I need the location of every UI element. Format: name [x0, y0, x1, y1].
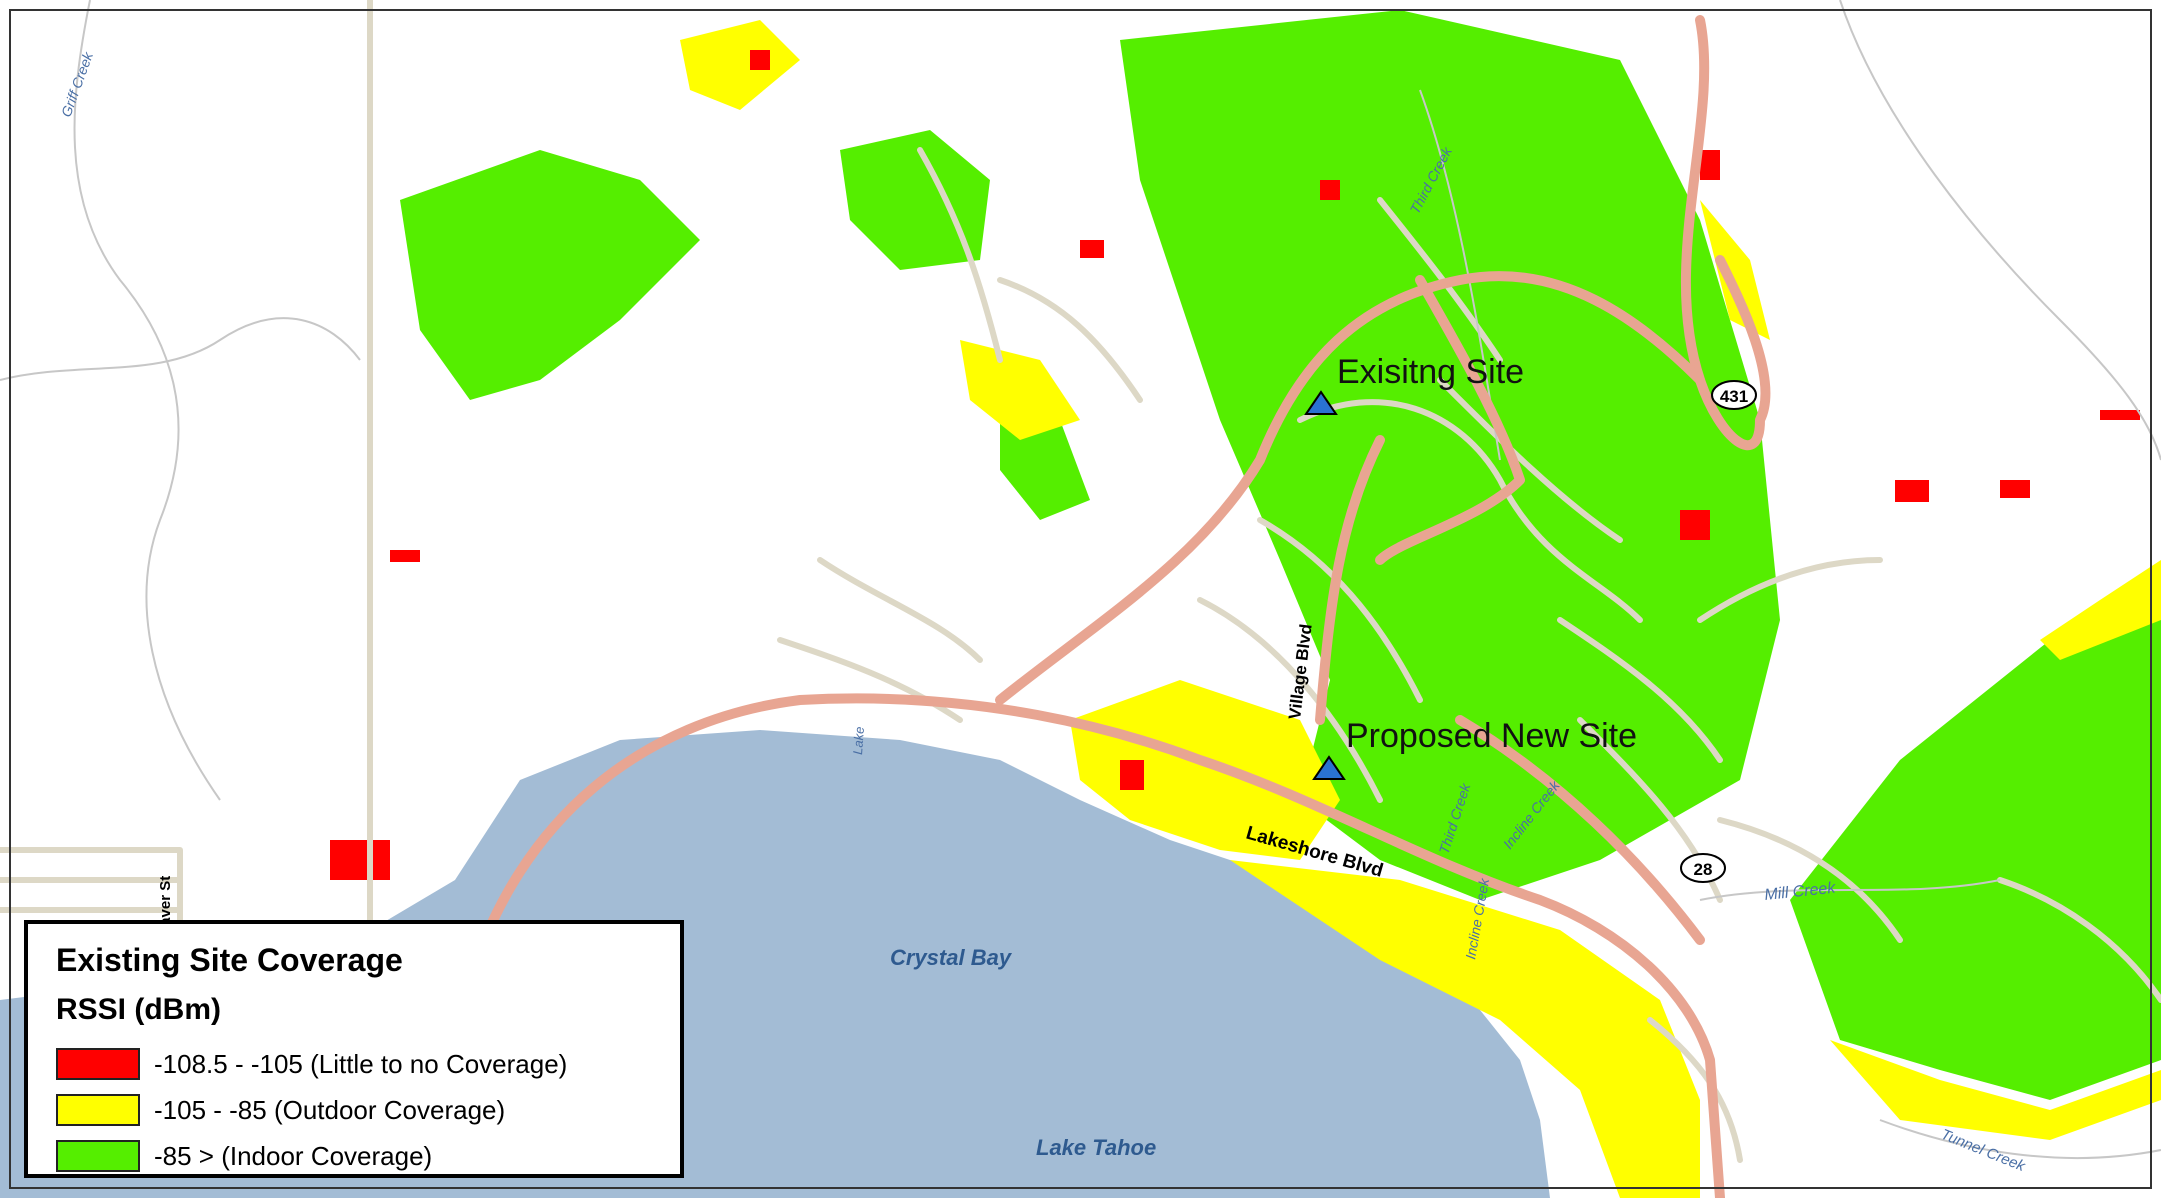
highway-431: [1680, 15, 1771, 451]
mill-road: [1455, 715, 1705, 945]
legend-item-no-coverage: -108.5 - -105 (Little to no Coverage): [56, 1041, 652, 1087]
svg-text:28: 28: [1694, 860, 1713, 879]
proposed-site-marker[interactable]: [1312, 755, 1346, 780]
legend-item-label: -85 > (Indoor Coverage): [154, 1140, 433, 1171]
map-border: [9, 9, 2152, 1189]
no-coverage-layer: [330, 50, 2140, 880]
minor-roads-layer: [0, 0, 2161, 1163]
legend-panel: Existing Site Coverage RSSI (dBm) -108.5…: [24, 920, 684, 1178]
creek-lines-layer: [0, 0, 2161, 1160]
legend-item-indoor: -85 > (Indoor Coverage): [56, 1133, 652, 1179]
legend-subtitle: RSSI (dBm): [56, 993, 221, 1026]
route-431-shield: 431: [1711, 380, 1757, 410]
svg-text:431: 431: [1720, 387, 1748, 406]
existing-site-label: Exisitng Site: [1337, 353, 1524, 391]
route-28-shield: 28: [1680, 853, 1726, 883]
highway-28: [465, 693, 1725, 1198]
legend-swatch-red: [56, 1048, 140, 1080]
north-road: [1375, 275, 1525, 565]
crystal-bay-label: Crystal Bay: [890, 945, 1013, 970]
lake-small-label: Lake: [850, 726, 867, 755]
major-roads-layer: [465, 15, 1771, 1198]
legend-title: Existing Site Coverage: [56, 942, 403, 978]
existing-site-marker[interactable]: [1304, 390, 1338, 415]
proposed-site-label: Proposed New Site: [1346, 717, 1637, 755]
legend-swatch-green: [56, 1140, 140, 1172]
lake-tahoe-label: Lake Tahoe: [1036, 1135, 1156, 1160]
outdoor-coverage-layer: [680, 20, 2161, 1198]
legend-item-label: -105 - -85 (Outdoor Coverage): [154, 1094, 506, 1125]
legend-item-outdoor: -105 - -85 (Outdoor Coverage): [56, 1087, 652, 1133]
legend-swatch-yellow: [56, 1094, 140, 1126]
connector-road: [995, 271, 1705, 705]
indoor-coverage-layer: [400, 10, 2161, 1100]
legend-item-label: -108.5 - -105 (Little to no Coverage): [154, 1048, 568, 1079]
village-blvd-road: [1315, 435, 1385, 725]
griff-creek-label: Griff Creek: [58, 49, 97, 119]
